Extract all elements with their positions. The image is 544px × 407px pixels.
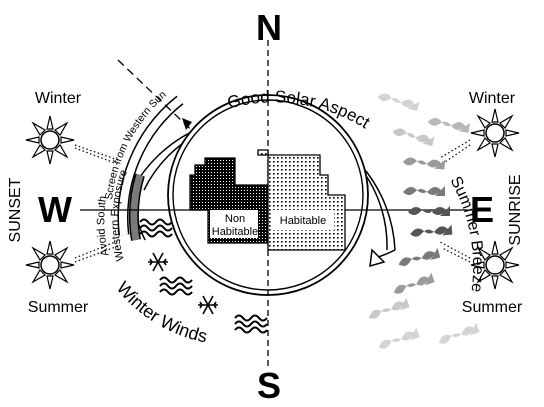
avoid-label-line1: Avoid South <box>95 195 111 257</box>
non-habitable-label-line1: Non <box>225 213 245 225</box>
sunset-label: SUNSET <box>7 177 24 242</box>
compass-east: E <box>470 189 494 230</box>
winter-west-label: Winter <box>35 90 82 107</box>
sun-winter-east-icon <box>470 108 520 158</box>
snowflake-icon <box>197 295 219 315</box>
winter-east-label: Winter <box>469 90 516 107</box>
summer-west-label: Summer <box>28 299 89 316</box>
sun-summer-west-icon <box>25 240 75 290</box>
non-habitable-label-line2: Habitable <box>212 226 258 238</box>
compass-west: W <box>38 189 72 230</box>
winter-winds-label: Winter Winds <box>113 278 209 347</box>
habitable-label: Habitable <box>280 215 326 227</box>
non-habitable-block <box>189 157 269 244</box>
sun-rays <box>74 139 471 263</box>
summer-east-label: Summer <box>462 299 523 316</box>
snowflake-icon <box>147 252 169 272</box>
sunrise-label: SUNRISE <box>507 174 524 245</box>
habitable-block <box>257 149 346 251</box>
compass-north: N <box>256 7 282 48</box>
summer-arrow-arc <box>369 248 396 268</box>
compass-south: S <box>257 365 281 406</box>
sun-winter-west-icon <box>25 115 75 165</box>
western-screen-band <box>117 59 271 241</box>
